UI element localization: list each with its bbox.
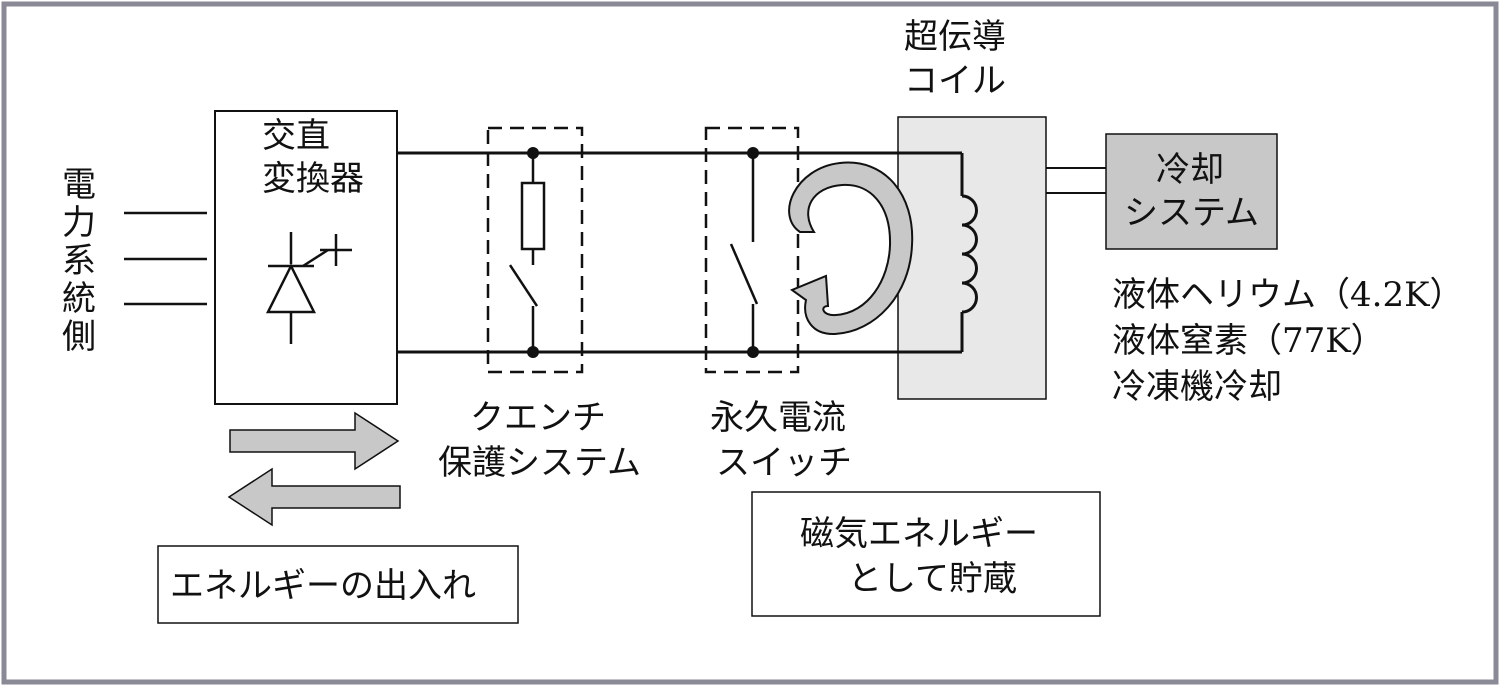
resistor-icon [520,181,546,251]
converter-label-1: 交直 [262,116,330,156]
energy-io-label: エネルギーの出入れ [170,566,476,606]
junction-dot [527,346,539,358]
circulating-current-arrow [788,161,914,336]
energy-out-arrow [227,467,401,527]
converter-box [214,110,398,405]
grid-label-char: 統 [62,279,96,319]
dc-bus [397,151,962,354]
junction-dot [527,147,539,159]
persistent-switch-label-2: スイッチ [716,443,852,483]
quench-label-2: 保護システム [438,443,641,483]
coil-label-1: 超伝導 [904,17,1006,57]
magnetic-storage-label-2: として貯蔵 [848,559,1017,599]
cooling-label-1: 冷却 [1156,150,1224,190]
junction-dot [747,346,759,358]
energy-io-box [157,545,519,624]
grid-label-char: 側 [62,317,96,357]
converter-label-2: 変換器 [262,159,364,199]
switch-icon [729,243,759,305]
energy-in-arrow [229,411,400,471]
grid-lines [124,211,207,306]
cooling-method: 液体ヘリウム（4.2K） [1112,275,1463,315]
cooling-method: 冷凍機冷却 [1112,367,1282,407]
cooling-method: 液体窒素（77K） [1112,321,1385,361]
magnetic-storage-label-1: 磁気エネルギー [800,514,1038,554]
cooling-label-2: システム [1124,193,1259,233]
grid-label-char: 力 [62,203,96,243]
thyristor-icon [265,232,352,344]
grid-side-label: 電 力 系 統 側 [62,165,96,357]
grid-label-char: 系 [62,241,96,281]
persistent-switch-box [704,126,800,374]
grid-label-char: 電 [62,165,96,205]
persistent-switch-circuit [729,153,759,352]
inductor-icon [961,194,978,314]
persistent-switch-label-1: 永久電流 [710,398,846,438]
cooling-link [1046,167,1106,194]
quench-label-1: クエンチ [470,398,606,438]
junction-dot [747,147,759,159]
coil-label-2: コイル [904,61,1006,101]
cooling-system-box [1105,133,1278,250]
quench-protection-box [486,126,584,374]
magnetic-storage-box [751,491,1101,617]
coil-wiring [898,151,964,354]
switch-icon [508,264,539,307]
